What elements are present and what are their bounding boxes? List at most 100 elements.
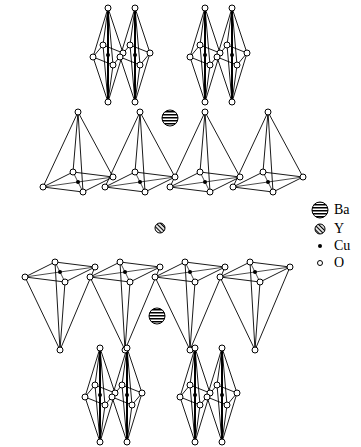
bond-line: [268, 112, 303, 177]
oxygen-atom: [137, 109, 143, 115]
oxygen-atom: [22, 274, 28, 280]
bond-line: [60, 267, 95, 350]
oxygen-atom: [224, 402, 230, 408]
oxygen-atom: [92, 264, 98, 270]
bond-line: [233, 187, 273, 192]
oxygen-atom: [109, 394, 115, 400]
oxygen-atom: [177, 394, 183, 400]
bond-line: [200, 112, 205, 172]
bond-line: [205, 112, 240, 177]
bond-line: [222, 393, 237, 442]
bond-line: [90, 277, 125, 350]
oxygen-atom: [137, 62, 143, 68]
oxygen-atom: [234, 62, 240, 68]
copper-atom: [203, 180, 207, 184]
barium-atom: [149, 308, 165, 324]
bond-line: [90, 267, 160, 277]
oxygen-atom: [82, 394, 88, 400]
oxygen-atom: [234, 390, 240, 396]
oxygen-atom: [230, 184, 236, 190]
bond-line: [43, 112, 78, 187]
legend-symbols: [312, 202, 328, 266]
yttrium-atom: [155, 223, 165, 233]
bond-line: [195, 348, 210, 393]
oxygen-atom: [105, 99, 111, 105]
oxygen-atom: [229, 5, 235, 11]
barium-atom: [162, 110, 178, 126]
bond-line: [221, 395, 223, 442]
bond-line: [43, 187, 83, 192]
bond-line: [200, 172, 240, 177]
oxygen-atom: [132, 5, 138, 11]
bond-line: [204, 55, 206, 102]
oxygen-atom: [124, 439, 130, 445]
copper-atom: [220, 393, 224, 397]
oxygen-atom: [252, 347, 258, 353]
oxygen-atom: [204, 394, 210, 400]
oxygen-atom: [97, 439, 103, 445]
bond-line: [135, 172, 175, 177]
legend-text: Y: [334, 221, 344, 237]
oxygen-atom: [197, 402, 203, 408]
oxygen-atom: [202, 109, 208, 115]
bond-line: [155, 267, 225, 277]
bond-lines: [25, 8, 303, 442]
bond-line: [78, 112, 83, 192]
bond-line: [25, 267, 95, 277]
bond-line: [127, 348, 142, 393]
bond-line: [112, 348, 127, 397]
copper-atom: [98, 393, 102, 397]
cu-symbol: [318, 244, 322, 248]
bond-line: [205, 53, 220, 102]
bond-line: [205, 112, 210, 192]
oxygen-atom: [229, 99, 235, 105]
bond-line: [232, 8, 247, 53]
copper-atom: [58, 270, 62, 274]
copper-atom: [266, 180, 270, 184]
bond-line: [194, 395, 196, 442]
o-symbol: [318, 261, 323, 266]
bond-line: [25, 277, 65, 282]
oxygen-atom: [219, 439, 225, 445]
oxygen-atom: [100, 42, 106, 48]
bond-line: [108, 8, 123, 53]
bond-line: [222, 348, 237, 393]
bond-line: [126, 395, 128, 442]
bond-line: [55, 262, 95, 267]
oxygen-atom: [105, 5, 111, 11]
oxygen-atom: [124, 345, 130, 351]
oxygen-atom: [260, 169, 266, 175]
bond-line: [207, 348, 222, 397]
bond-line: [126, 348, 128, 395]
copper-atom: [193, 393, 197, 397]
bond-line: [190, 267, 225, 350]
bond-line: [99, 348, 101, 395]
oxygen-atom: [87, 274, 93, 280]
oxygen-atom: [287, 264, 293, 270]
bond-line: [134, 8, 136, 55]
oxygen-atom: [110, 62, 116, 68]
oxygen-atom: [167, 184, 173, 190]
bond-line: [107, 55, 109, 102]
copper-atom: [138, 180, 142, 184]
bond-line: [195, 393, 210, 442]
bond-line: [78, 112, 113, 177]
copper-atom: [76, 180, 80, 184]
bond-line: [190, 8, 205, 57]
oxygen-atom: [110, 174, 116, 180]
bond-line: [263, 112, 268, 172]
bond-line: [25, 277, 60, 350]
oxygen-atom: [62, 279, 68, 285]
bond-line: [194, 348, 196, 395]
oxygen-atom: [117, 259, 123, 265]
bond-line: [120, 262, 125, 350]
oxygen-atom: [75, 109, 81, 115]
oxygen-atom: [40, 184, 46, 190]
bond-line: [107, 8, 109, 55]
bond-line: [185, 262, 225, 267]
bond-line: [220, 277, 260, 282]
bond-line: [221, 348, 223, 395]
oxygen-atom: [202, 5, 208, 11]
y-symbol: [315, 224, 325, 234]
oxygen-atom: [92, 382, 98, 388]
